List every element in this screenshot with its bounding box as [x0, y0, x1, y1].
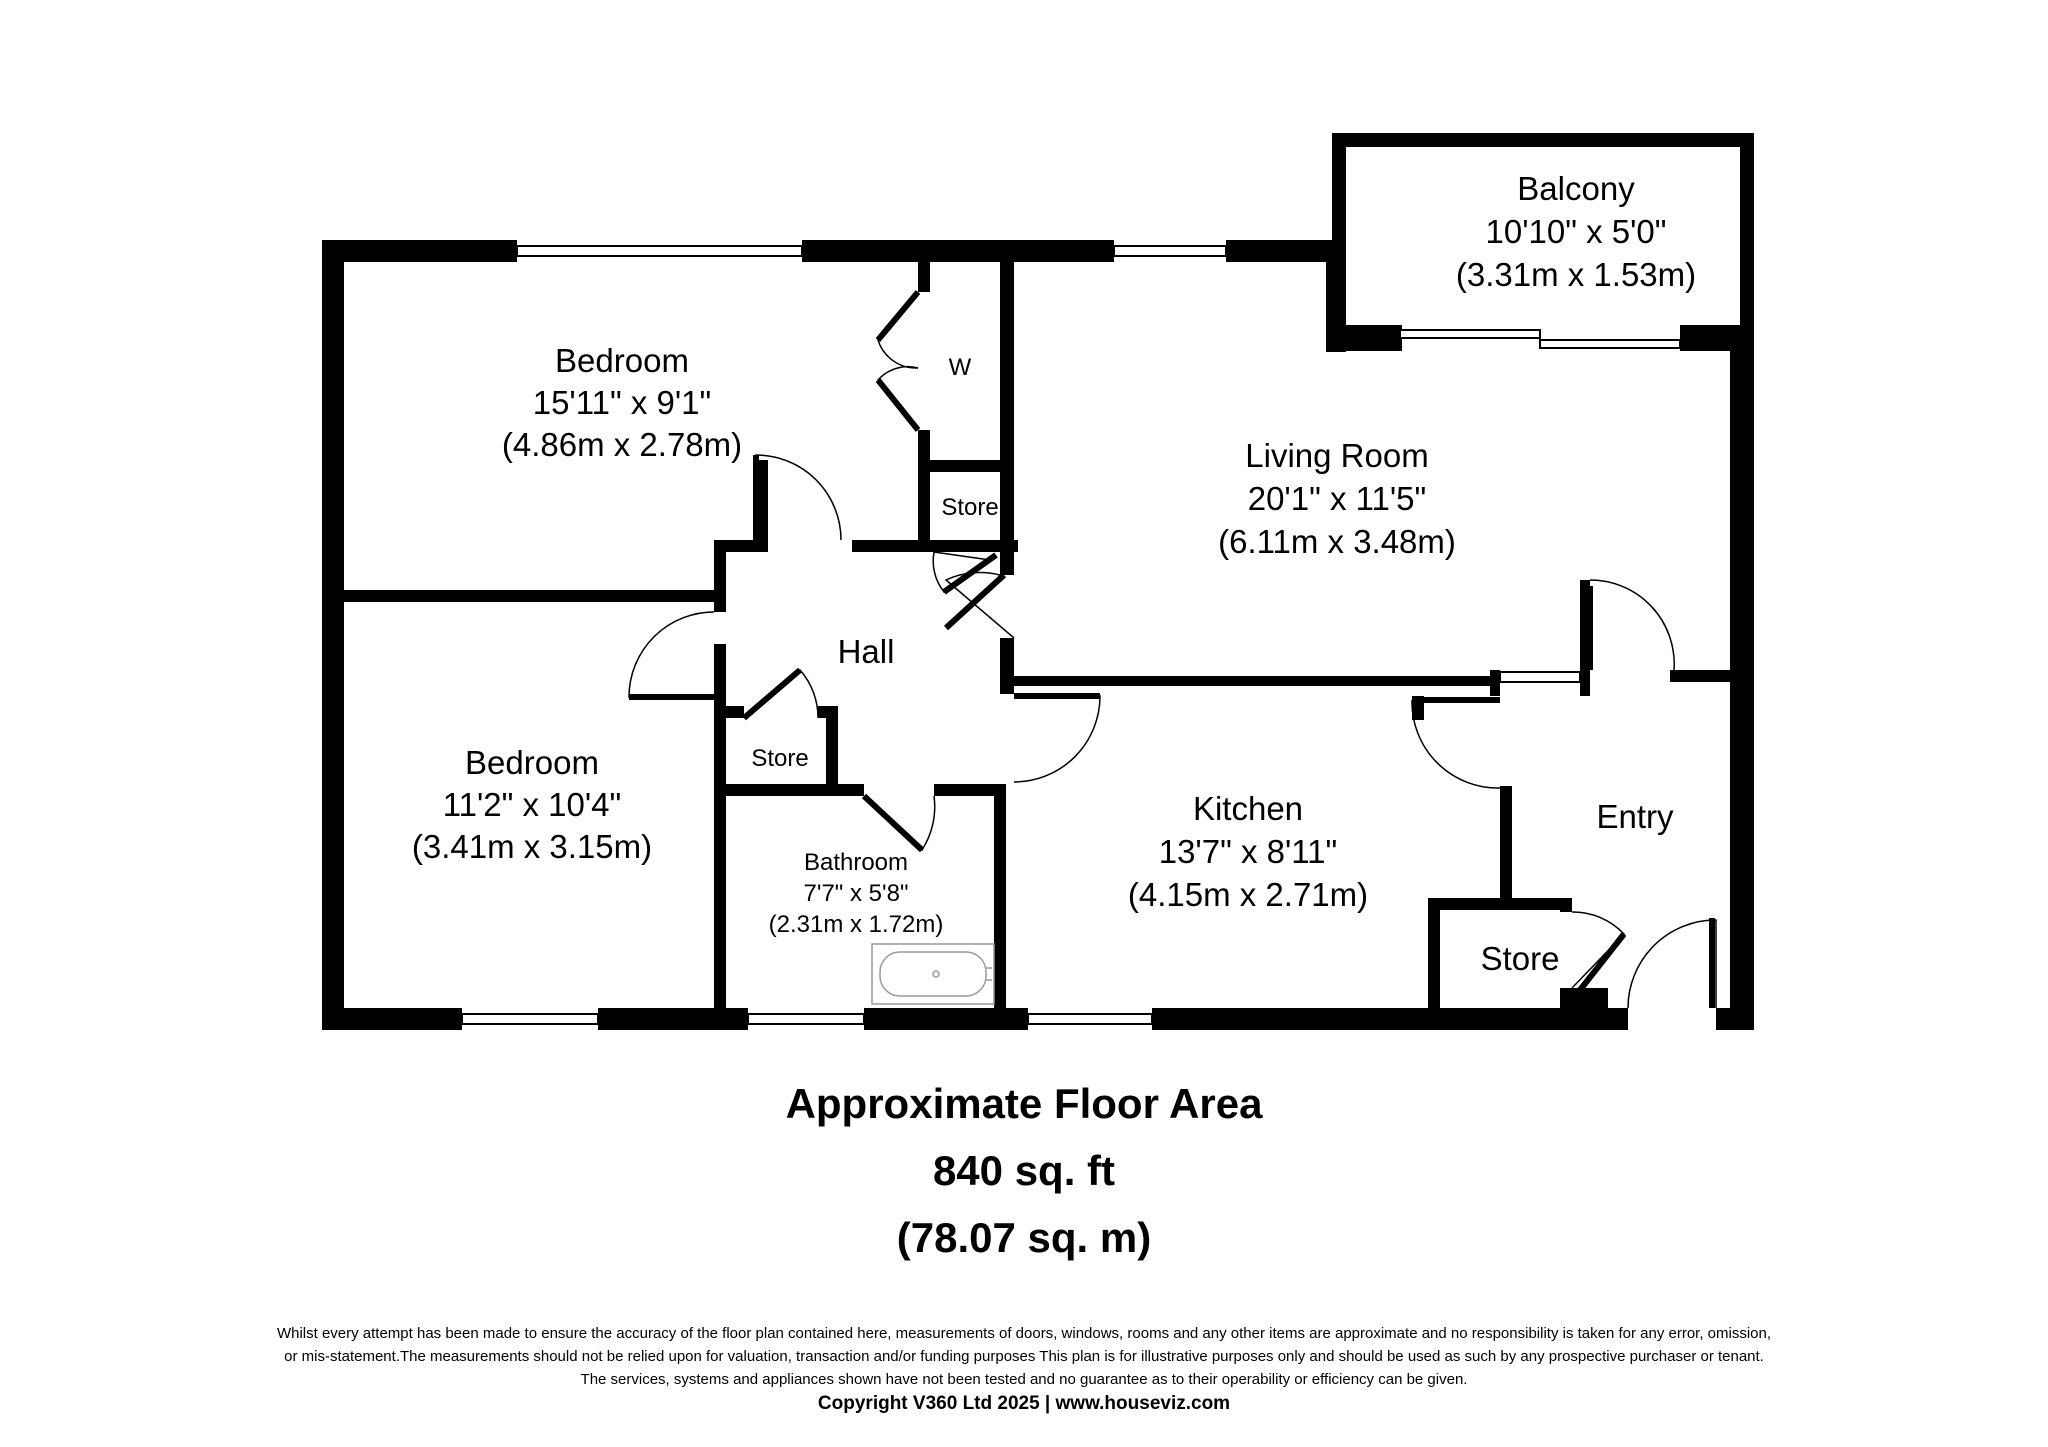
walls [322, 133, 1754, 1030]
bedroom1-imperial: 15'11" x 9'1" [533, 384, 712, 421]
disclaimer: Whilst every attempt has been made to en… [120, 1322, 1928, 1391]
bedroom1-name: Bedroom [555, 342, 689, 379]
living-room-imperial: 20'1" x 11'5" [1248, 480, 1427, 517]
bedroom2-name: Bedroom [465, 744, 599, 781]
disclaimer-line-3: The services, systems and appliances sho… [580, 1371, 1468, 1388]
floor-area-sqm: (78.07 sq. m) [896, 1214, 1152, 1261]
living-room-metric: (6.11m x 3.48m) [1218, 523, 1456, 560]
floor-area-sqft: 840 sq. ft [932, 1147, 1116, 1194]
floor-area-summary: Approximate Floor Area 840 sq. ft (78.07… [0, 1070, 2048, 1271]
doors [628, 290, 1717, 1009]
bathroom-name: Bathroom [804, 849, 908, 876]
bedroom2-metric: (3.41m x 3.15m) [412, 828, 652, 865]
bathroom-metric: (2.31m x 1.72m) [769, 911, 944, 938]
floor-area-title: Approximate Floor Area [785, 1080, 1263, 1127]
store-entry-label: Store [1481, 940, 1560, 977]
living-room-name: Living Room [1245, 437, 1428, 474]
hall-name: Hall [838, 633, 895, 670]
balcony-imperial: 10'10" x 5'0" [1486, 213, 1667, 250]
balcony-name: Balcony [1517, 170, 1635, 207]
disclaimer-line-1: Whilst every attempt has been made to en… [276, 1325, 1772, 1342]
balcony-metric: (3.31m x 1.53m) [1456, 256, 1696, 293]
bathroom-imperial: 7'7" x 5'8" [804, 880, 909, 907]
bathtub [871, 943, 995, 1005]
wardrobe-label: W [949, 354, 972, 381]
store-top-label: Store [941, 494, 998, 521]
entry-name: Entry [1596, 798, 1674, 835]
bedroom1-metric: (4.86m x 2.78m) [502, 426, 742, 463]
kitchen-imperial: 13'7" x 8'11" [1159, 833, 1338, 870]
copyright: Copyright V360 Ltd 2025 | www.houseviz.c… [817, 1393, 1231, 1414]
store-hall-label: Store [751, 745, 808, 772]
kitchen-metric: (4.15m x 2.71m) [1128, 876, 1368, 913]
bedroom2-imperial: 11'2" x 10'4" [443, 786, 622, 823]
disclaimer-line-2: or mis-statement.The measurements should… [284, 1348, 1764, 1365]
kitchen-name: Kitchen [1193, 790, 1303, 827]
room-labels: Bedroom 15'11" x 9'1" (4.86m x 2.78m) W … [412, 170, 1696, 977]
